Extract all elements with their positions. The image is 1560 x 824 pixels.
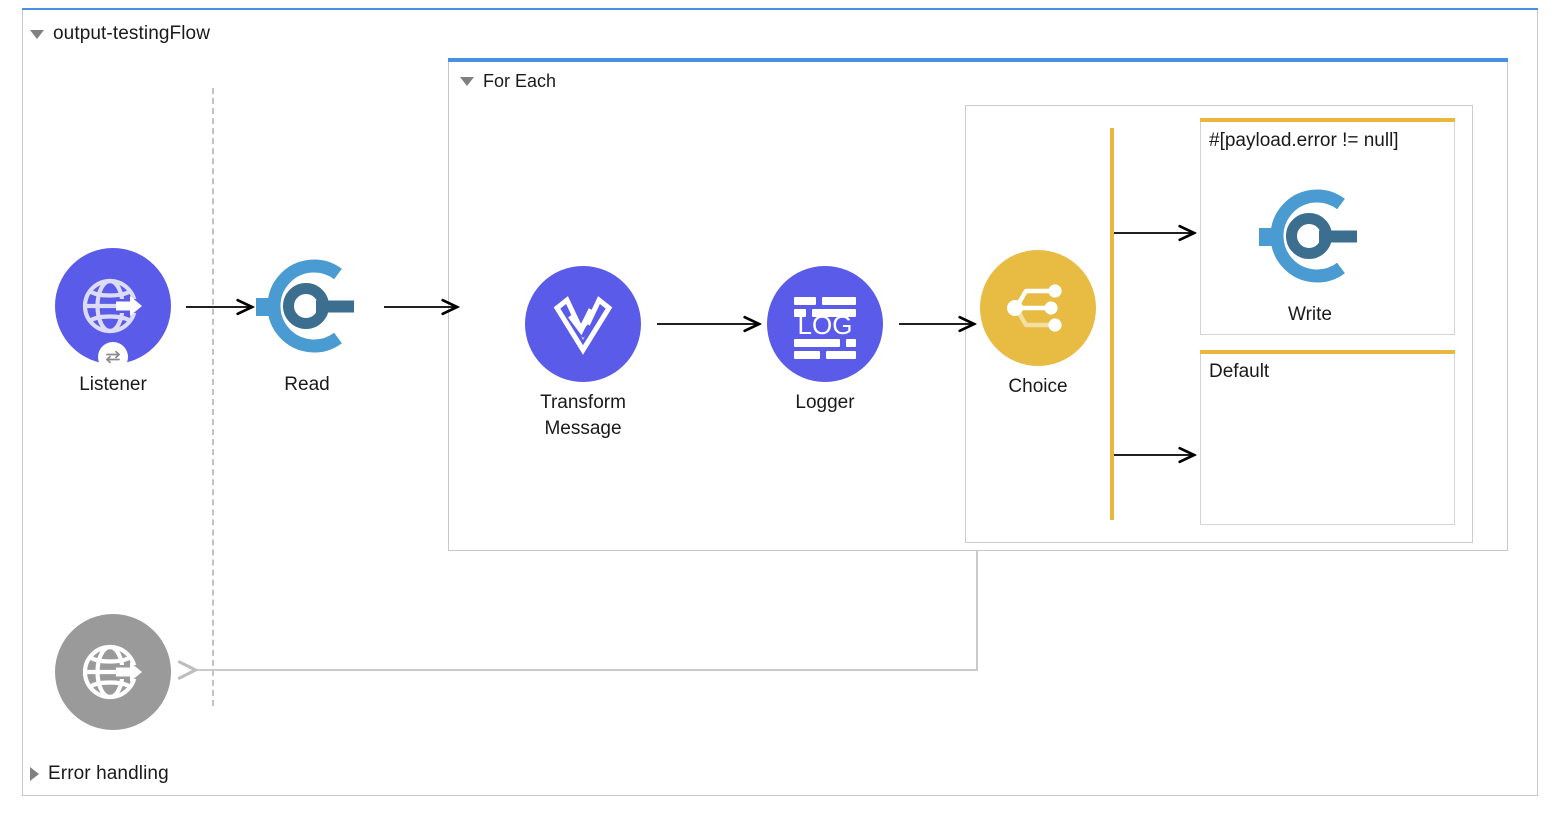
logger-label: Logger [795, 392, 855, 413]
file-read-connector-icon [256, 259, 354, 353]
source-process-divider [212, 88, 214, 706]
choice-router-icon [1007, 284, 1062, 332]
triangle-right-icon[interactable] [30, 767, 39, 781]
route-when-label: #[payload.error != null] [1209, 130, 1399, 151]
route-when-accent-bar [1200, 118, 1455, 122]
foreach-title: For Each [483, 70, 557, 91]
route-default-box[interactable] [1200, 354, 1455, 525]
foreach-header[interactable]: For Each [460, 68, 556, 94]
http-listener-globe-icon [82, 278, 142, 334]
route-default-accent-bar [1200, 350, 1455, 354]
triangle-down-icon[interactable] [30, 29, 44, 39]
http-response-globe-icon [82, 644, 142, 700]
choice-spine [1110, 128, 1114, 520]
error-handling-header[interactable]: Error handling [30, 760, 169, 788]
flow-title: output-testingFlow [53, 23, 211, 44]
read-icon-wrap[interactable] [249, 248, 365, 364]
listener-label: Listener [79, 374, 147, 395]
node-read[interactable]: Read [222, 248, 392, 398]
flow-header[interactable]: output-testingFlow [30, 20, 210, 48]
response-circle[interactable] [55, 614, 171, 730]
logger-circle[interactable]: LOG [767, 266, 883, 382]
transform-circle[interactable] [525, 266, 641, 382]
dataweave-transform-icon [553, 296, 613, 355]
choice-circle[interactable] [980, 250, 1096, 366]
route-default-label: Default [1209, 361, 1270, 382]
node-logger[interactable]: LOG Logger [740, 266, 910, 416]
file-write-connector-icon [1259, 189, 1357, 283]
transform-label: Transform Message [540, 392, 626, 439]
logger-icon-text: LOG [798, 310, 853, 340]
node-listener[interactable]: Listener [28, 248, 198, 398]
choice-label: Choice [1008, 376, 1068, 397]
logger-icon: LOG [794, 297, 856, 359]
write-icon-wrap[interactable] [1252, 178, 1368, 294]
exchange-arrows-icon [98, 342, 128, 372]
foreach-accent-bar [448, 58, 1508, 62]
triangle-down-icon[interactable] [460, 76, 474, 86]
listener-circle[interactable] [55, 248, 171, 372]
read-label: Read [284, 374, 330, 395]
node-choice[interactable]: Choice [953, 250, 1123, 400]
node-http-response[interactable] [28, 614, 198, 738]
write-label: Write [1288, 304, 1332, 325]
node-write[interactable]: Write [1225, 178, 1395, 328]
node-transform-message[interactable]: Transform Message [498, 266, 668, 441]
error-handling-label: Error handling [48, 763, 169, 784]
